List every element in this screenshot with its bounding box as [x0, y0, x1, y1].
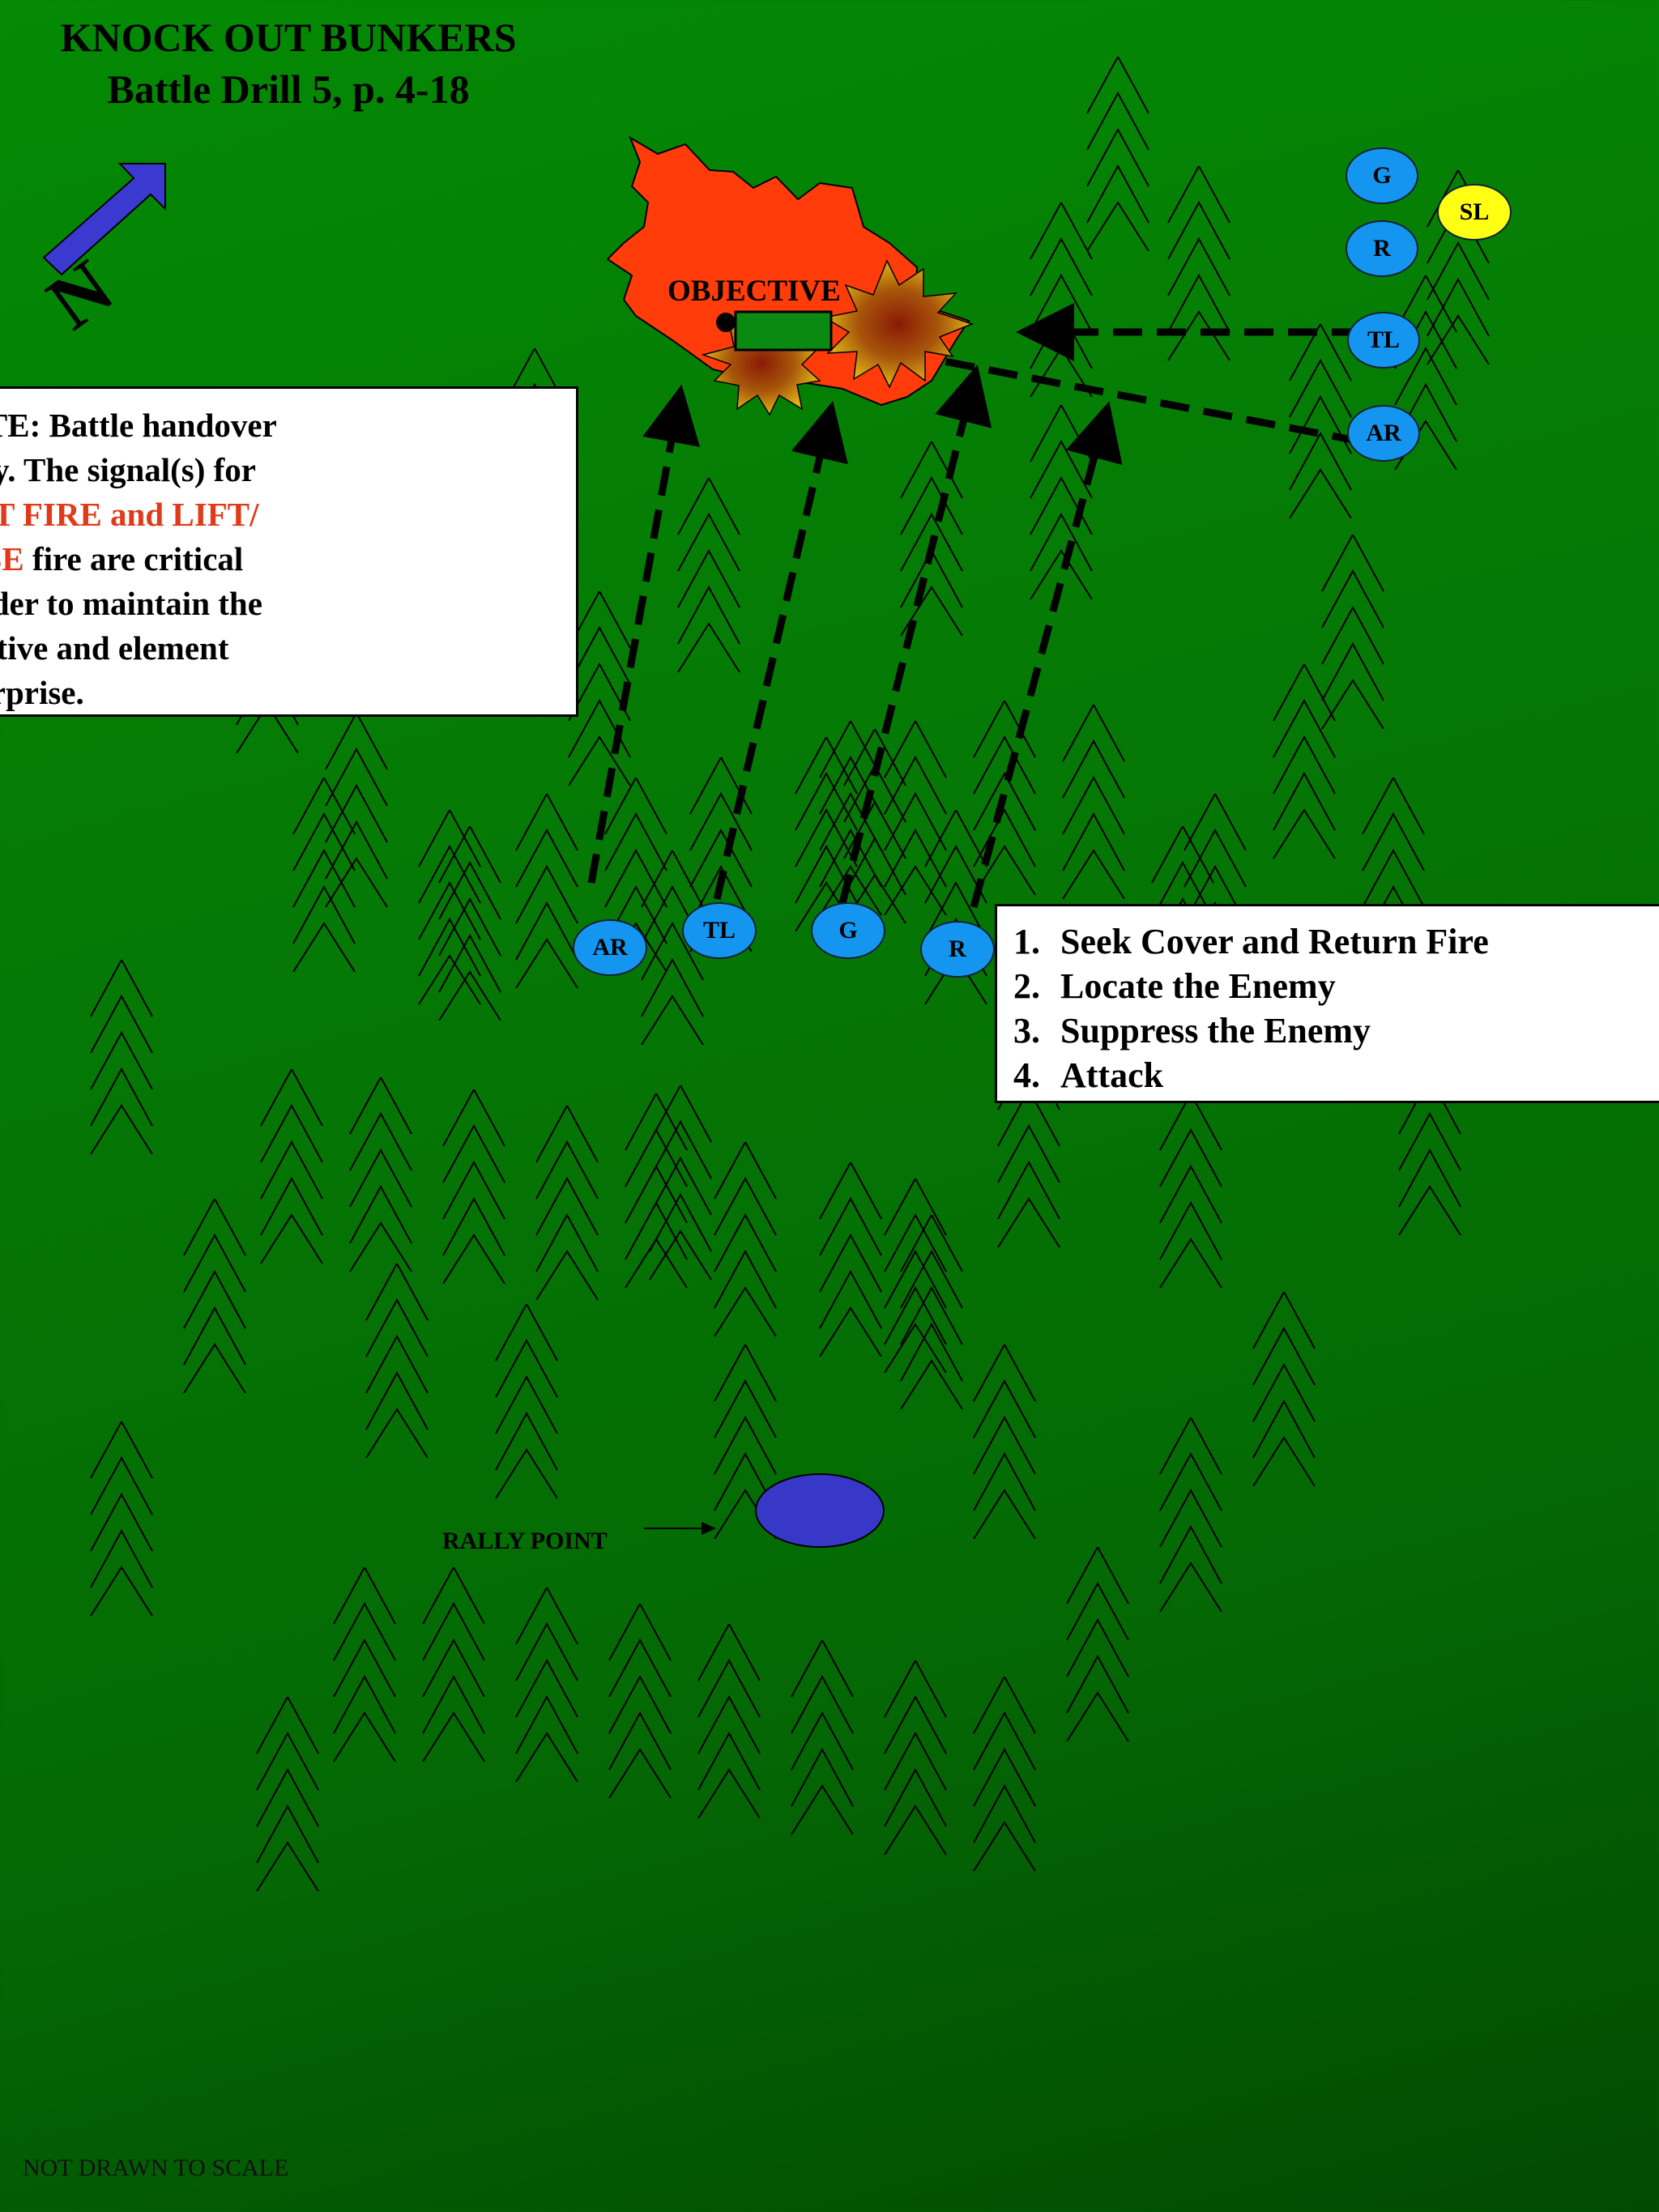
note-highlight: ASE: [0, 540, 24, 578]
step-text: Seek Cover and Return Fire: [1060, 922, 1489, 961]
note-line-rest: fire are critical: [23, 540, 244, 578]
note-line: order to maintain the: [0, 585, 262, 622]
battle-drill-steps: 1. Seek Cover and Return Fire 2. Locate th…: [995, 904, 1659, 1103]
title: KNOCK OUT BUNKERS Battle Drill 5, p. 4-1…: [0, 11, 577, 115]
step-text: Suppress the Enemy: [1060, 1011, 1371, 1051]
footnote: NOT DRAWN TO SCALE: [23, 2154, 289, 2181]
note-line: surprise.: [0, 674, 84, 711]
objective-area: [606, 135, 975, 416]
step-number: 2.: [1013, 966, 1040, 1006]
movement-paths: [587, 303, 1362, 909]
assault-rifleman: R: [920, 921, 995, 978]
objective-point: [716, 313, 736, 332]
note-line-highlight: IFT FIRE and LIFT/: [0, 496, 259, 533]
rally-point-marker: [755, 1473, 885, 1548]
step-number: 3.: [1013, 1011, 1040, 1051]
bunker: [734, 310, 833, 352]
rally-point-label: RALLY POINT: [442, 1528, 608, 1554]
title-main: KNOCK OUT BUNKERS: [60, 15, 517, 60]
support-automatic-rifleman: AR: [1347, 405, 1420, 462]
rally-point: [644, 1473, 885, 1548]
step-item: 4. Attack: [1013, 1053, 1659, 1097]
note-line: key. The signal(s) for: [0, 451, 256, 488]
note-line: ASE fire are critical: [0, 537, 381, 582]
step-text: Locate the Enemy: [1060, 966, 1336, 1006]
squad-leader: SL: [1437, 184, 1512, 241]
assault-grenadier: G: [811, 902, 885, 959]
objective-label: OBJECTIVE: [667, 275, 841, 308]
note-text: OTE: Battle handover key. The signal(s) …: [0, 403, 381, 714]
title-subtitle: Battle Drill 5, p. 4-18: [107, 66, 470, 112]
step-number: 1.: [1013, 922, 1040, 961]
note-line: OTE: Battle handover: [0, 407, 277, 444]
note-box: OTE: Battle handover key. The signal(s) …: [0, 386, 578, 717]
step-item: 1. Seek Cover and Return Fire: [1013, 919, 1659, 964]
assault-team-leader: TL: [682, 902, 757, 959]
steps-list: 1. Seek Cover and Return Fire 2. Locate th…: [1013, 919, 1659, 1097]
note-line: tiative and element: [0, 629, 229, 667]
step-text: Attack: [1060, 1055, 1164, 1095]
support-rifleman: R: [1346, 220, 1418, 277]
explosion-right: [822, 259, 975, 389]
support-team-leader: TL: [1347, 312, 1420, 369]
step-item: 2. Locate the Enemy: [1013, 964, 1659, 1008]
north-arrow-icon: [42, 163, 166, 276]
step-item: 3. Suppress the Enemy: [1013, 1008, 1659, 1053]
step-number: 4.: [1013, 1055, 1040, 1095]
support-grenadier: G: [1346, 147, 1418, 204]
assault-automatic-rifleman: AR: [573, 919, 647, 976]
